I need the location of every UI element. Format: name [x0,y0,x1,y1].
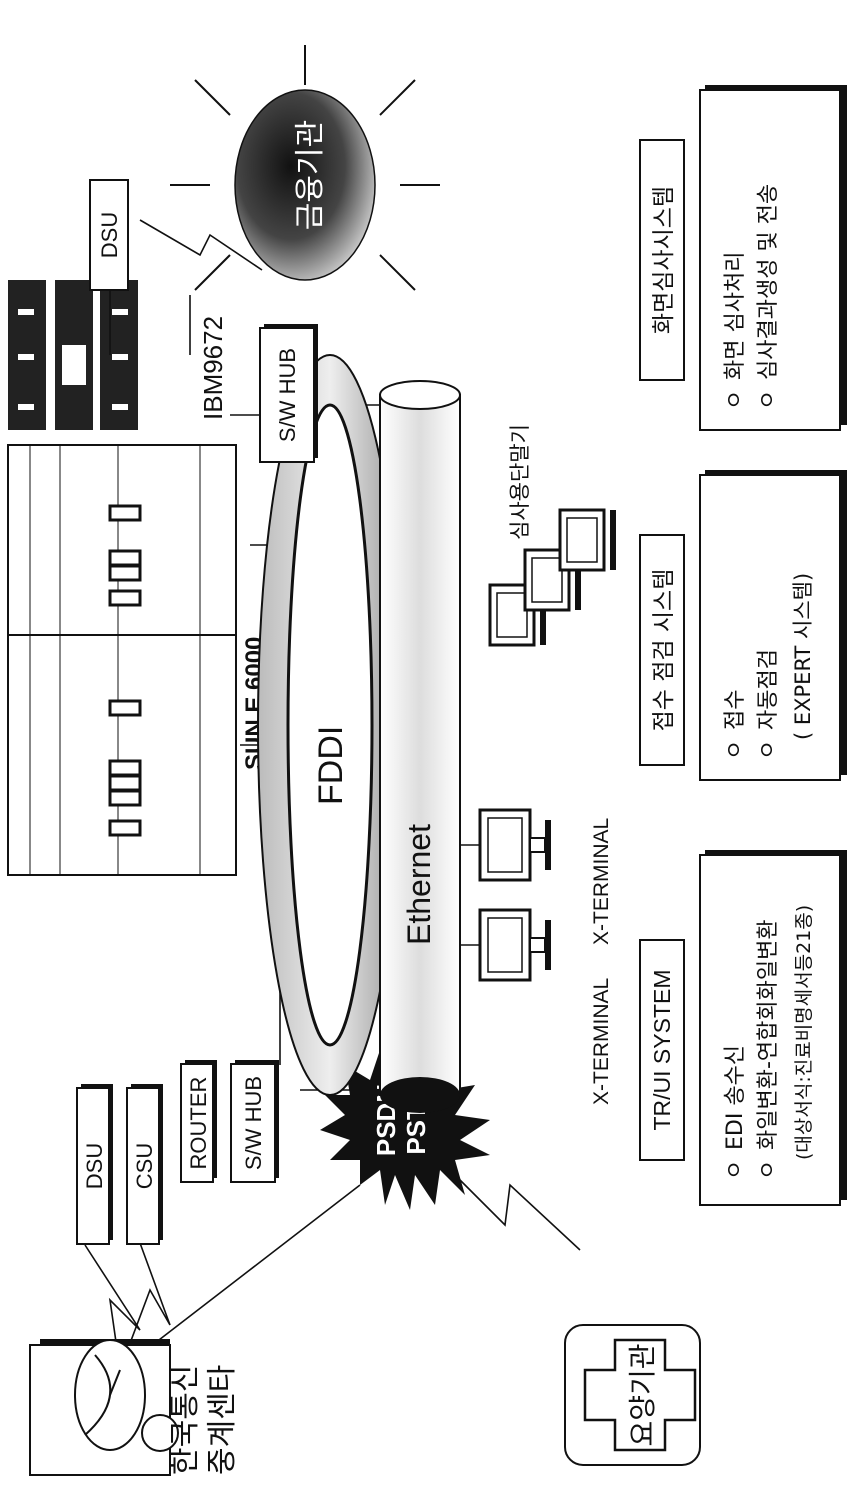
fddi-label: FDDI [312,726,350,805]
system-item: 심사결과생성 및 전송 [756,184,781,380]
x-terminal-label-1: X-TERMINAL [590,978,613,1105]
x-terminal-label-2: X-TERMINAL [590,818,613,945]
system-note: ( EXPERT 시스템) [791,573,815,740]
ethernet-bus: Ethernet [379,380,461,1113]
review-terminal-label: 심사용단말기 [508,424,532,540]
swhub-right: S/W HUB [259,324,318,463]
left-device-stack: DSU CSU ROUTER S/W HUB [76,1060,279,1245]
swhub-left-label: S/W HUB [241,1076,266,1170]
hospital-cross-icon [583,1338,697,1452]
bullet: ㅇ [756,1160,781,1180]
x-terminal-icon [478,908,551,982]
system-item: EDI 송수신 [723,1045,748,1150]
ibm-label: IBM9672 [198,316,228,420]
dsu-left-label: DSU [82,1143,107,1189]
satellite-dish-icon [29,1339,179,1476]
swhub-right-label: S/W HUB [275,348,300,442]
bullet: ㅇ [723,390,748,410]
review-terminals-icon [488,508,616,647]
financial-institution-node: 금융기관 [170,45,440,291]
system-item: 자동점검 [756,649,781,730]
system-desc-screen-review: ㅇ 화면 심사처리 ㅇ 심사결과생성 및 전송 [699,85,847,431]
csu-label: CSU [132,1143,157,1189]
system-desc-trui: ㅇ EDI 송수신 ㅇ 화일변환-연합회화일변환 (대상서식:진료비명세서등21… [699,850,847,1206]
dsu-right-label: DSU [97,212,122,258]
system-item: 화일변환-연합회화일변환 [756,919,781,1150]
router-label: ROUTER [186,1077,211,1170]
kt-label-line1: 한국통신 [168,1365,203,1475]
bullet: ㅇ [756,740,781,760]
system-title: 접수 점검 시스템 [651,569,677,732]
hospital-node: 요양기관 [564,1324,701,1466]
ibm-mainframe-icon [8,280,138,430]
dsu-right: DSU [89,179,129,355]
financial-label: 금융기관 [293,120,328,230]
system-title-trui: TR/UI SYSTEM [639,939,685,1161]
fddi-ring: FDDI [257,354,403,1096]
system-title-screen-review: 화면심사시스템 [639,139,685,381]
sun-server-icon [7,444,237,876]
system-note: (대상서식:진료비명세서등21종) [793,905,815,1160]
kt-label-line2: 중계센타 [205,1365,240,1475]
bullet: ㅇ [723,740,748,760]
hospital-label: 요양기관 [626,1343,659,1446]
ethernet-label: Ethernet [401,824,437,945]
system-desc-reception: ㅇ 접수 ㅇ 자동점검 ( EXPERT 시스템) [699,470,847,781]
system-title: TR/UI SYSTEM [649,969,675,1130]
system-item: 접수 [723,690,748,730]
system-item: 화면 심사처리 [723,252,748,380]
x-terminal-icon [478,808,551,882]
system-title-reception: 접수 점검 시스템 [639,534,685,766]
bullet: ㅇ [723,1160,748,1180]
bullet: ㅇ [756,390,781,410]
system-title: 화면심사시스템 [651,186,677,334]
